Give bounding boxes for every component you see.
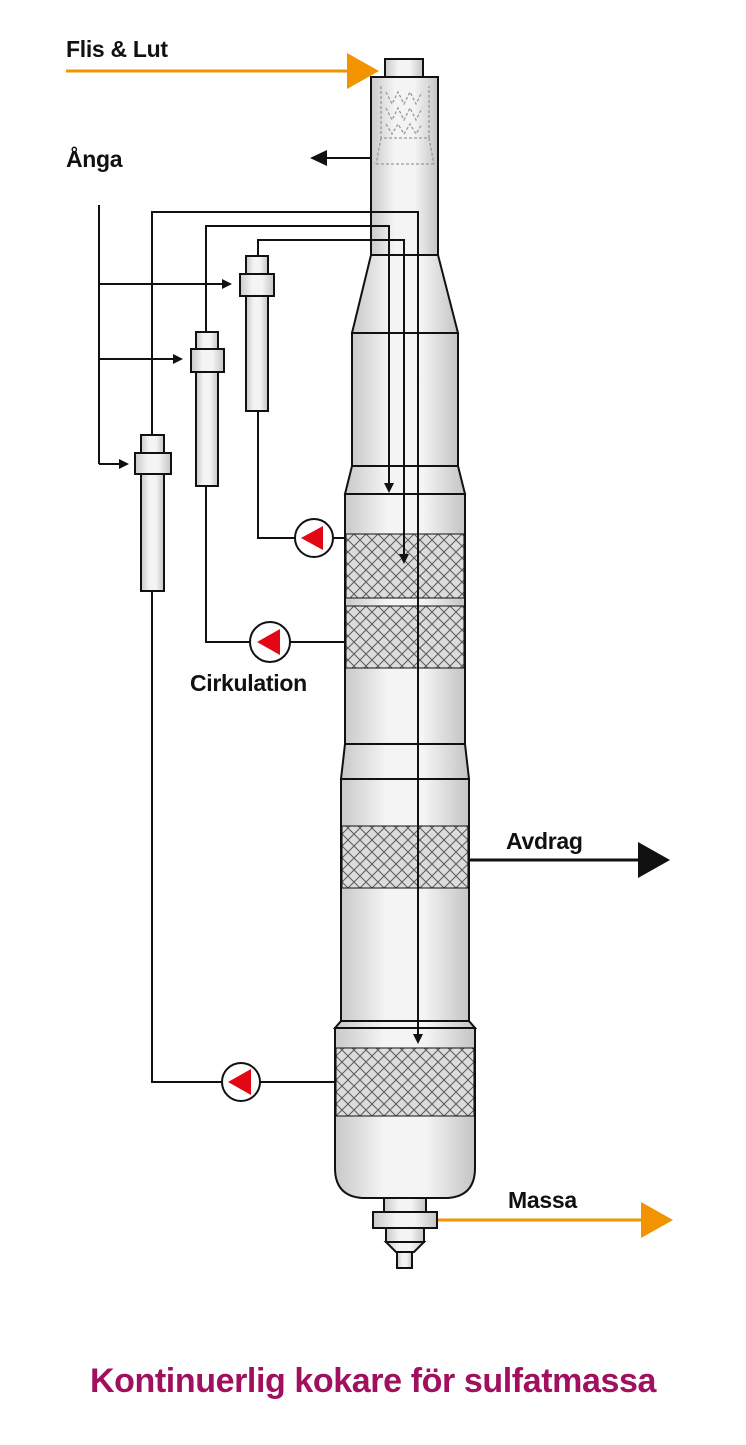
heat-exchanger-1: [239, 255, 275, 412]
circulation-label: Cirkulation: [190, 670, 307, 696]
screen-band: [335, 1047, 475, 1117]
pump-icon: [294, 518, 334, 558]
pulp-label: Massa: [508, 1187, 577, 1213]
screen-band: [345, 605, 465, 669]
steam-label: Ånga: [66, 146, 123, 172]
heat-exchanger-2: [190, 331, 225, 487]
feed-label: Flis & Lut: [66, 36, 168, 62]
pump-icon: [221, 1062, 261, 1102]
vent-arrow: [310, 150, 370, 166]
circulation-lines: [151, 211, 423, 1083]
diagram-caption: Kontinuerlig kokare för sulfatmassa: [89, 1362, 657, 1400]
pulp-arrow: [438, 1202, 673, 1238]
steam-lines: [98, 205, 232, 469]
circulation-pumps: [221, 518, 334, 1102]
separator-screw: [375, 86, 435, 165]
screen-bands: [335, 533, 475, 1117]
feed-arrow: [66, 53, 379, 89]
heat-exchangers: [134, 255, 275, 592]
bottom-outlet: [372, 1197, 438, 1269]
extraction-arrow: [470, 842, 670, 878]
pump-icon: [249, 621, 291, 663]
heat-exchanger-3: [134, 434, 172, 592]
extraction-label: Avdrag: [506, 828, 583, 854]
top-feed-cap: [384, 58, 424, 78]
screen-band: [341, 825, 469, 889]
lower-shell: [340, 778, 470, 1022]
